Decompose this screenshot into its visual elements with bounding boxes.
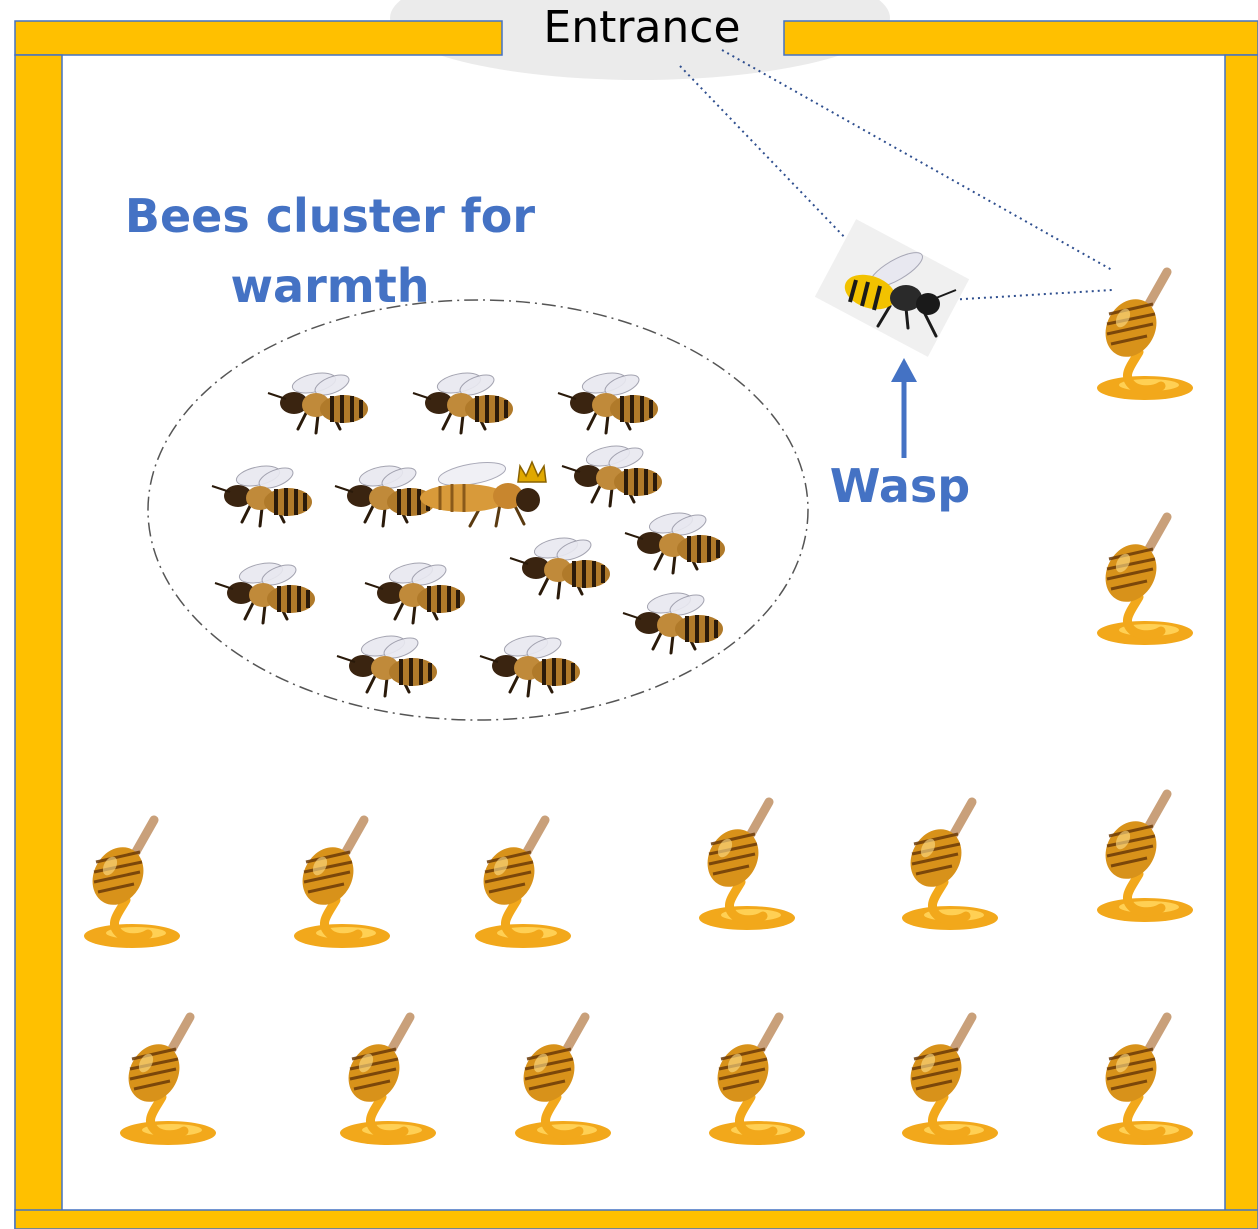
honey-dipper-icon <box>901 1017 998 1145</box>
bee-icon <box>363 557 467 625</box>
bee-cluster <box>210 367 727 698</box>
cluster-label-line1: Bees cluster for <box>125 189 536 243</box>
honey-dipper-icon <box>514 1017 611 1145</box>
bee-icon <box>508 532 612 600</box>
cluster-label-line2: warmth <box>231 259 430 313</box>
bee-icon <box>335 630 439 698</box>
right-wall <box>1224 54 1258 1229</box>
wasp-pointer-arrow <box>891 358 917 458</box>
bee-icon <box>210 460 314 528</box>
honey-dipper-icon <box>1096 272 1193 400</box>
bee-cluster-outline <box>147 299 809 721</box>
left-wall <box>14 54 63 1229</box>
honey-dipper-icon <box>1096 794 1193 922</box>
bottom-wall <box>14 1209 1258 1229</box>
honey-dipper-icon <box>119 1017 216 1145</box>
bee-icon <box>556 367 660 435</box>
honey-dipper-icon <box>339 1017 436 1145</box>
honey-dipper-icon <box>293 820 390 948</box>
honey-dipper-icon <box>1096 517 1193 645</box>
honey-dipper-icon <box>901 802 998 930</box>
entrance-label: Entrance <box>543 2 740 53</box>
honey-dipper-icon <box>698 802 795 930</box>
bee-icon <box>266 367 370 435</box>
bee-icon <box>621 587 725 655</box>
bee-icon <box>560 440 664 508</box>
honey-dipper-icon <box>474 820 571 948</box>
top-wall-right <box>783 20 1258 56</box>
bee-icon <box>333 460 437 528</box>
bee-icon <box>411 367 515 435</box>
honey-dipper-icon <box>83 820 180 948</box>
entrance-glow <box>390 0 890 80</box>
top-wall-left <box>14 20 503 56</box>
bee-icon <box>623 507 727 575</box>
queen-bee-icon <box>418 456 548 528</box>
wasp-icon <box>812 217 972 359</box>
wasp-label: Wasp <box>830 459 970 513</box>
hive-walls <box>14 20 1258 1229</box>
honey-dipper-icon <box>708 1017 805 1145</box>
bee-icon <box>478 630 582 698</box>
honey-dipper-icon <box>1096 1017 1193 1145</box>
wasp-flight-path <box>679 49 1113 301</box>
bee-icon <box>213 557 317 625</box>
